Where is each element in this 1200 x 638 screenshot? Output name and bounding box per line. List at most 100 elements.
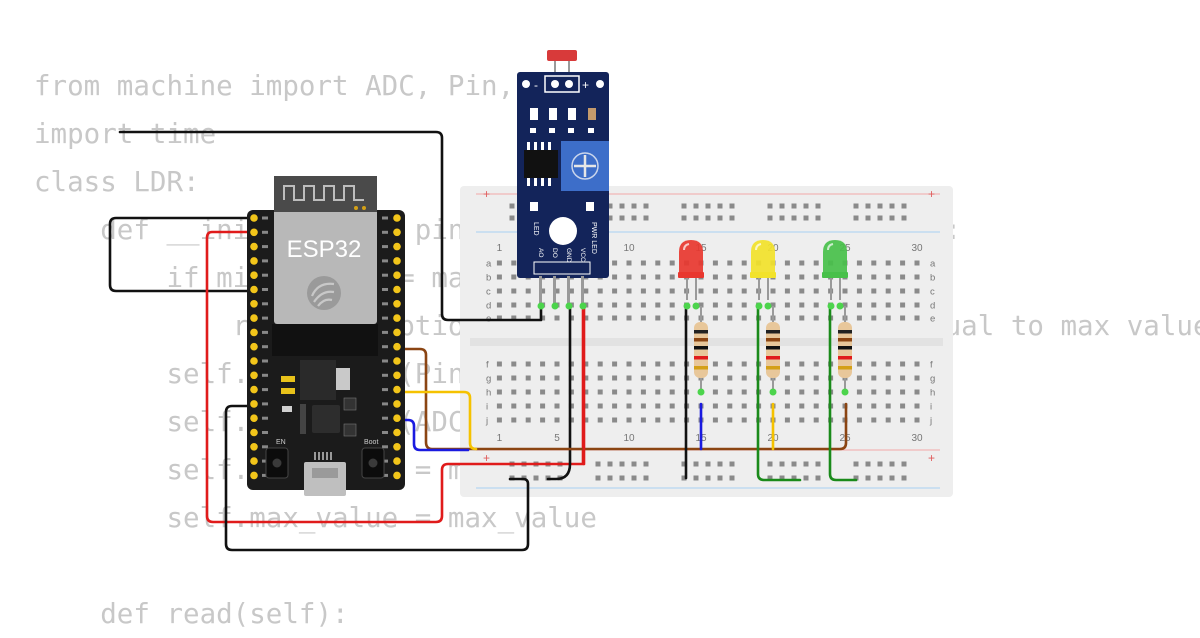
esp32-pin	[250, 300, 258, 308]
breadboard-rail-hole	[693, 215, 699, 221]
breadboard-hole	[655, 302, 661, 308]
breadboard-row-label: h	[486, 388, 491, 399]
breadboard-hole	[799, 417, 805, 423]
breadboard-column-number: 30	[911, 243, 923, 254]
breadboard-hole	[698, 288, 704, 294]
breadboard-hole	[856, 288, 862, 294]
breadboard-rail-hole	[509, 203, 515, 209]
breadboard-rail-hole	[815, 215, 821, 221]
breadboard-hole	[900, 260, 906, 266]
esp32-pin-label-mark	[262, 473, 268, 477]
breadboard-hole	[511, 361, 517, 367]
breadboard-column-number: 10	[623, 243, 635, 254]
esp32-pin	[250, 314, 258, 322]
breadboard-hole	[640, 389, 646, 395]
breadboard-hole	[612, 361, 618, 367]
ldr-pwr-led-label: PWR LED	[590, 222, 597, 254]
breadboard-hole	[727, 288, 733, 294]
esp32-pin-label-mark	[382, 288, 388, 291]
wire-black-loop	[108, 216, 250, 293]
status-led-icon	[281, 376, 295, 382]
esp32-pin-label-mark	[262, 273, 268, 277]
breadboard-hole	[741, 288, 747, 294]
breadboard-hole	[900, 417, 906, 423]
esp32-pin-label-mark	[382, 402, 388, 406]
breadboard-hole	[540, 361, 546, 367]
breadboard-rail-hole	[767, 461, 773, 467]
breadboard-hole	[626, 302, 632, 308]
breadboard-hole	[525, 417, 531, 423]
esp32-pin-label-mark	[262, 388, 268, 392]
breadboard-rail-hole	[889, 203, 895, 209]
potentiometer-knob-icon	[574, 155, 596, 177]
breadboard-hole	[554, 375, 560, 381]
esp32-chip-area	[272, 324, 378, 356]
wire-green-led-green	[828, 304, 858, 482]
espressif-logo-icon	[307, 276, 341, 310]
breadboard-rail-hole	[877, 203, 883, 209]
breadboard-rail-hole	[865, 203, 871, 209]
breadboard-hole	[885, 315, 891, 321]
wires	[108, 130, 858, 552]
resistor-band	[766, 356, 780, 360]
breadboard-hole	[784, 315, 790, 321]
breadboard-hole	[597, 375, 603, 381]
breadboard-rail-hole	[803, 475, 809, 481]
breadboard-row-label: a	[930, 259, 936, 270]
resistor-band	[694, 356, 708, 360]
breadboard-rail-hole	[717, 475, 723, 481]
breadboard-hole	[712, 315, 718, 321]
breadboard-rail-hole	[509, 215, 515, 221]
breadboard-rail-hole	[865, 461, 871, 467]
breadboard-rail-hole	[791, 203, 797, 209]
breadboard-column-number: 30	[911, 433, 923, 444]
breadboard-hole	[900, 389, 906, 395]
breadboard-hole	[496, 260, 502, 266]
breadboard-hole	[799, 302, 805, 308]
breadboard-rail-hole	[619, 475, 625, 481]
esp32-pin	[250, 214, 258, 222]
breadboard-hole	[784, 288, 790, 294]
breadboard-hole	[741, 403, 747, 409]
breadboard-hole	[597, 288, 603, 294]
breadboard-hole	[712, 403, 718, 409]
esp32-pin-label-mark	[262, 316, 268, 320]
boot-button-label: Boot	[364, 439, 378, 446]
esp32-pin	[393, 328, 401, 337]
ldr-pin-label-ao: AO	[537, 248, 544, 257]
breadboard-rail-hole	[643, 461, 649, 467]
breadboard-row-label: g	[930, 374, 935, 385]
breadboard-hole	[842, 302, 848, 308]
breadboard-hole	[813, 389, 819, 395]
breadboard-hole	[640, 274, 646, 280]
breadboard-hole	[511, 260, 517, 266]
breadboard-hole	[813, 361, 819, 367]
esp32-pin-label-mark	[382, 245, 388, 249]
breadboard-rail-hole	[901, 475, 907, 481]
led-resistor-group	[678, 240, 852, 396]
breadboard-row-label: b	[930, 273, 935, 284]
breadboard-rail-hole	[693, 203, 699, 209]
breadboard-hole	[712, 288, 718, 294]
wire-black-ao	[118, 130, 543, 322]
breadboard-hole	[655, 417, 661, 423]
breadboard-rail-hole	[631, 203, 637, 209]
esp32-pin-label-mark	[382, 388, 388, 392]
esp32-pin-label-mark	[262, 259, 268, 263]
breadboard-hole	[900, 361, 906, 367]
breadboard-hole	[612, 389, 618, 395]
breadboard-hole	[900, 274, 906, 280]
breadboard-hole	[525, 315, 531, 321]
breadboard-hole	[496, 274, 502, 280]
esp32-board: ESP32 EN Boot	[247, 176, 405, 496]
breadboard-hole	[669, 302, 675, 308]
breadboard-hole	[813, 288, 819, 294]
breadboard-hole	[525, 389, 531, 395]
esp32-pin	[393, 242, 401, 251]
breadboard-rail-hole	[877, 461, 883, 467]
breadboard-hole	[871, 274, 877, 280]
breadboard-hole	[525, 288, 531, 294]
mounting-hole	[549, 217, 577, 245]
breadboard-column-number: 1	[497, 433, 503, 444]
breadboard-hole	[496, 403, 502, 409]
